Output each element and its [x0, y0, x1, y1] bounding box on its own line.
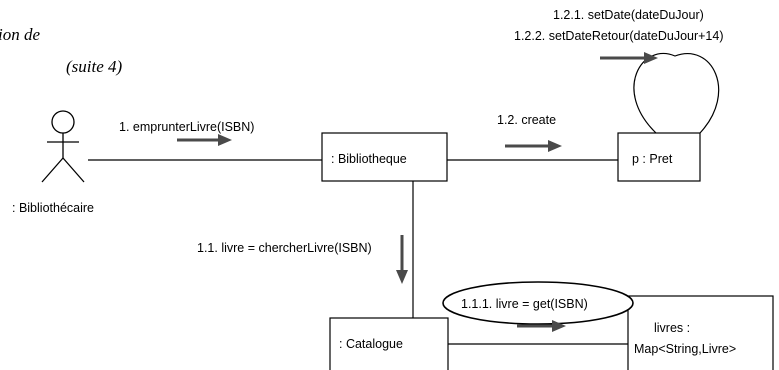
object-livres-label-1: livres : [654, 321, 690, 335]
message-arrow-1-1-1 [517, 320, 566, 332]
message-arrow-1-2 [505, 140, 562, 152]
object-pret [617, 132, 701, 182]
message-1-label: 1. emprunterLivre(ISBN) [119, 120, 254, 134]
message-arrow-1-1 [396, 235, 408, 284]
message-arrow-1 [177, 134, 232, 146]
highlight-ellipse [442, 281, 634, 325]
object-livres-label-2: Map<String,Livre> [634, 342, 736, 356]
title-line-1: ion de [0, 25, 40, 44]
object-pret-label: p : Pret [632, 152, 673, 166]
message-1-2-2-label: 1.2.2. setDateRetour(dateDuJour+14) [514, 29, 724, 43]
object-catalogue-label: : Catalogue [339, 337, 403, 351]
message-1-2-label: 1.2. create [497, 113, 556, 127]
object-bibliotheque-label: : Bibliotheque [331, 152, 407, 166]
self-link-pret [633, 53, 720, 134]
object-catalogue [329, 317, 449, 370]
title-line-2: (suite 4) [66, 57, 123, 76]
object-livres-map [627, 295, 774, 370]
message-1-2-1-label: 1.2.1. setDate(dateDuJour) [553, 8, 704, 22]
message-1-1-1-label: 1.1.1. livre = get(ISBN) [461, 297, 588, 311]
message-arrow-1-2-x [600, 52, 658, 64]
actor-label: : Bibliothécaire [12, 201, 94, 215]
message-1-1-label: 1.1. livre = chercherLivre(ISBN) [197, 241, 372, 255]
object-bibliotheque [321, 132, 448, 182]
actor-bibliothecaire-figure [41, 110, 85, 183]
